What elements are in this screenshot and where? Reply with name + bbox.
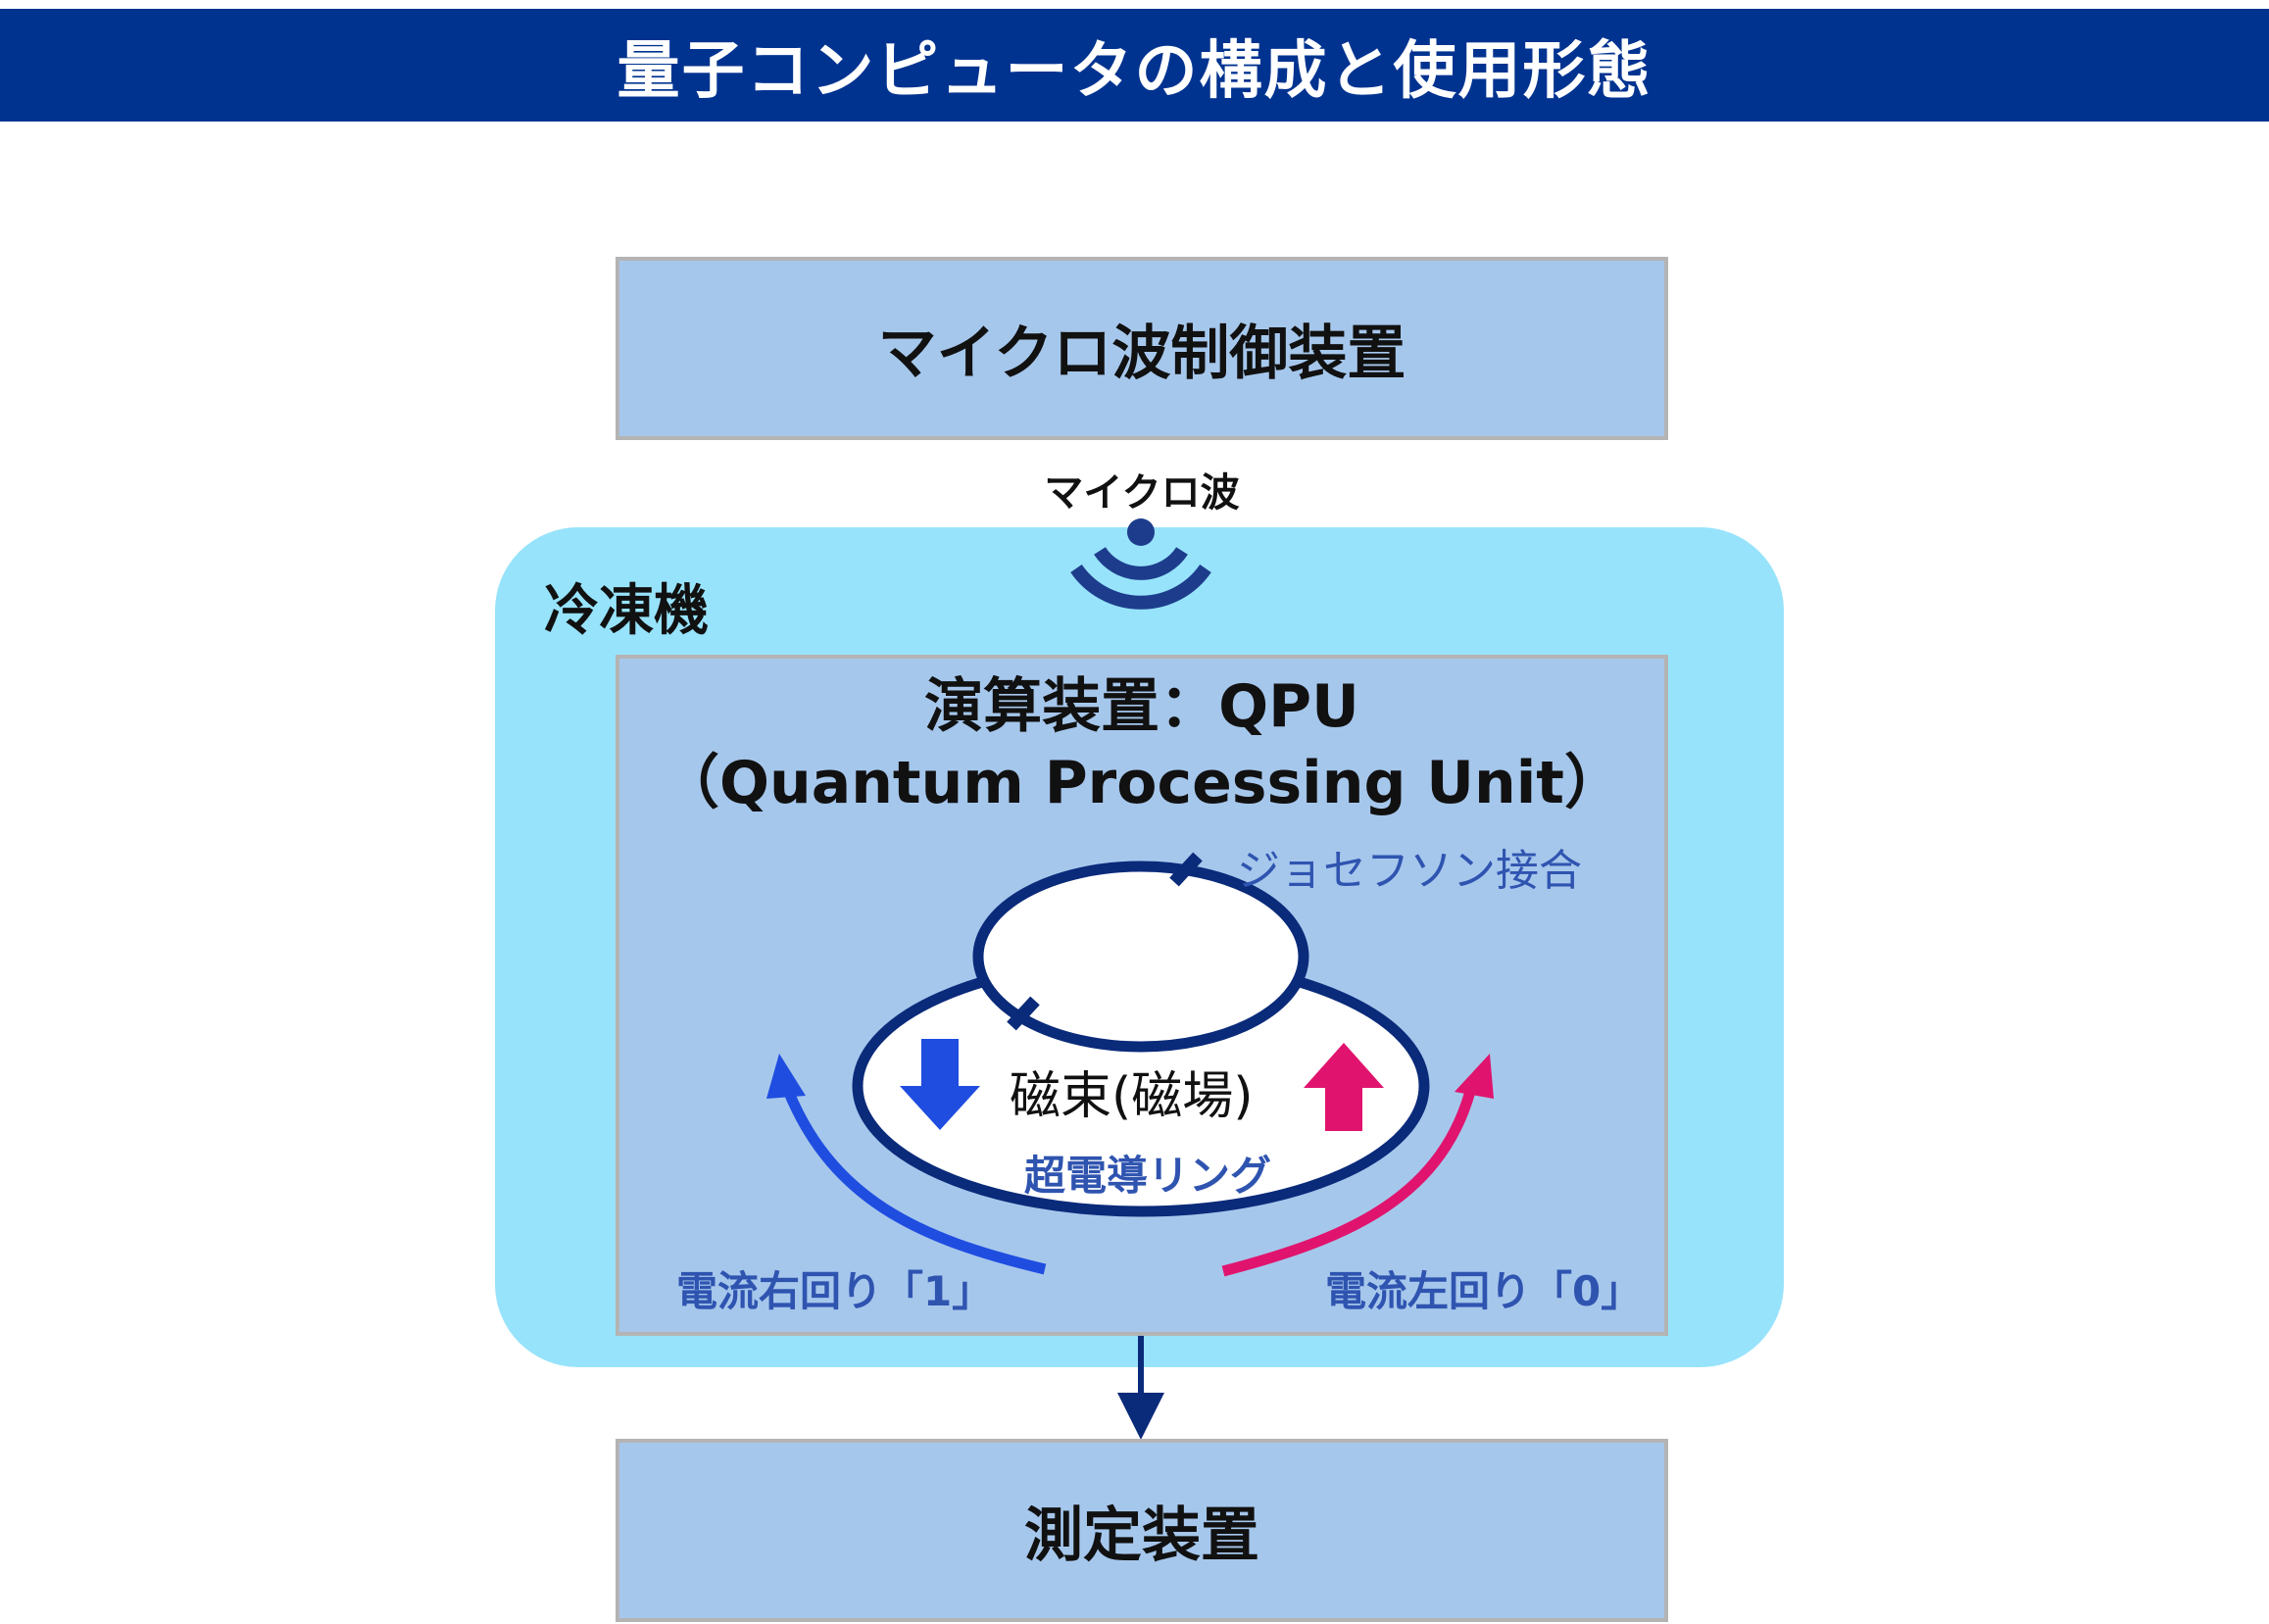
josephson-junction-label: ジョセフソン接合 — [1237, 846, 1582, 896]
measurement-box: 測定装置 — [616, 1439, 1668, 1622]
flux-up-arrow — [1304, 1043, 1384, 1131]
current-right-arrow — [778, 1078, 1047, 1275]
qpu-title: 演算装置：QPU — [924, 672, 1359, 741]
microwave-control-label: マイクロ波制御装置 — [877, 320, 1406, 388]
upper-ring — [972, 861, 1309, 1053]
page-title-text: 量子コンピュータの構成と使用形態 — [617, 34, 1652, 108]
current-right-arrowhead — [766, 1054, 806, 1099]
flux-down-arrow — [900, 1039, 980, 1130]
ring-label: 超電導リング — [1024, 1152, 1272, 1200]
wireless-signal-icon — [1070, 518, 1211, 610]
current-left-arrow — [1221, 1078, 1479, 1277]
measurement-label: 測定装置 — [1024, 1501, 1259, 1570]
current-left-arrowhead — [1455, 1054, 1494, 1099]
josephson-junction-mark-bottom — [1007, 996, 1040, 1031]
microwave-control-box: マイクロ波制御装置 — [616, 257, 1668, 440]
josephson-junction-mark-top — [1169, 852, 1203, 887]
microwave-label: マイクロ波 — [1044, 470, 1240, 516]
page-title: 量子コンピュータの構成と使用形態 — [0, 9, 2269, 122]
flux-label: 磁束(磁場) — [1010, 1067, 1254, 1126]
qpu-subtitle: （Quantum Processing Unit） — [660, 749, 1623, 817]
refrigerator-label: 冷凍機 — [544, 579, 709, 643]
current-left-label: 電流左回り「0」 — [1325, 1267, 1643, 1315]
current-right-label: 電流右回り「1」 — [676, 1267, 994, 1315]
